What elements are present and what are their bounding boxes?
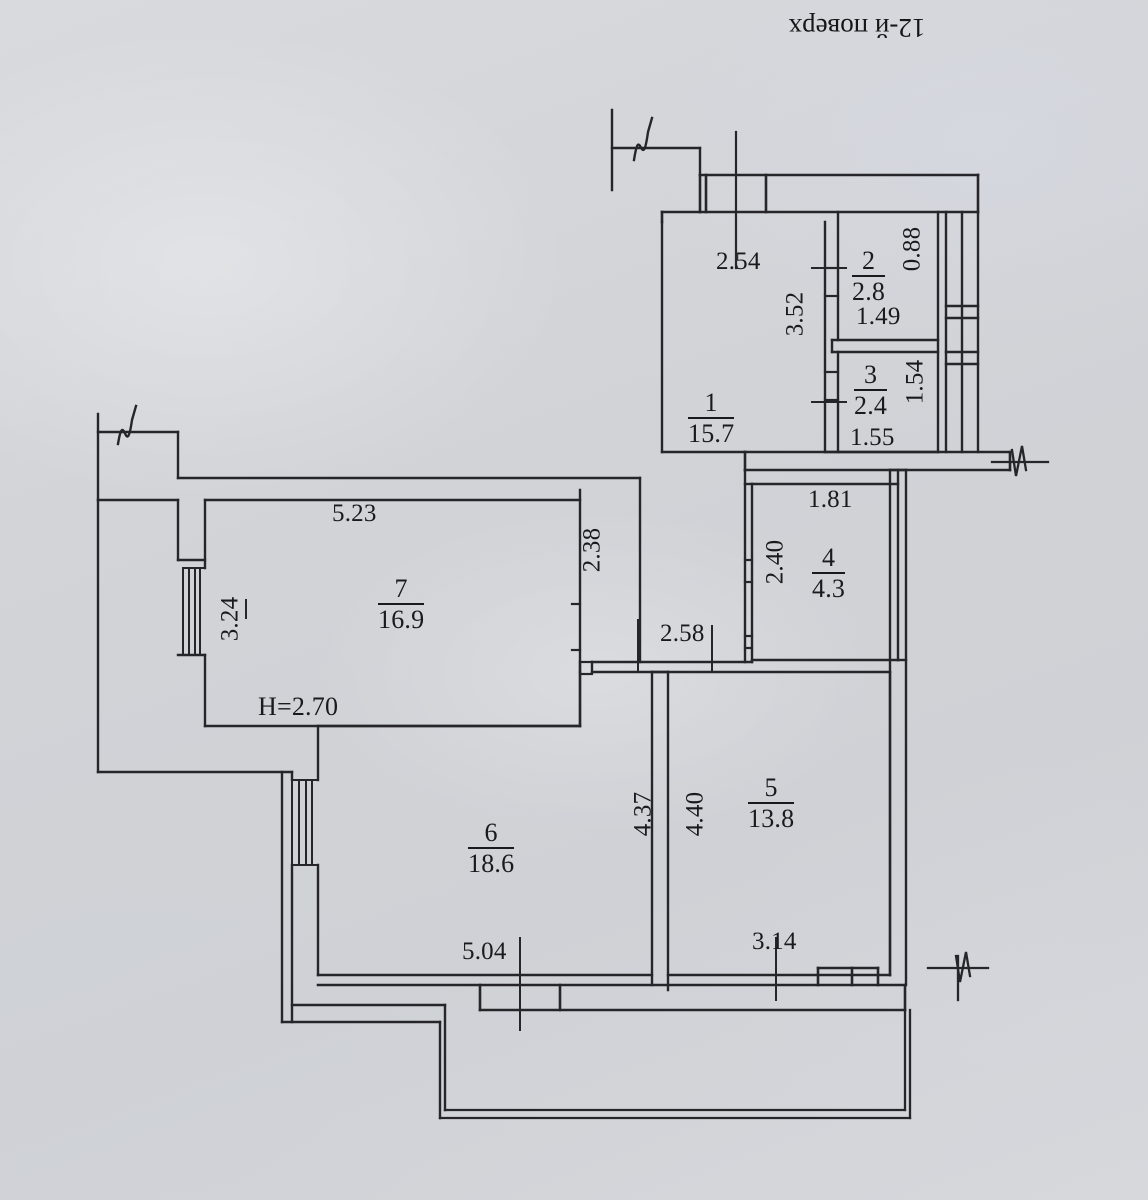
room-label-6: 6 18.6	[468, 820, 515, 878]
corridor-walls	[578, 476, 754, 992]
vent-shaft	[944, 210, 980, 454]
room-label-5: 5 13.8	[748, 775, 795, 833]
room-label-1: 1 15.7	[688, 390, 735, 448]
room-4-walls	[743, 468, 900, 664]
room-3-area: 2.4	[854, 391, 888, 420]
window-room-6	[291, 779, 319, 866]
mid-horizontal-wall	[743, 450, 1012, 472]
dimension-5-23: 5.23	[332, 500, 377, 527]
room-4-number: 4	[812, 545, 846, 574]
room-6-area: 18.6	[468, 849, 515, 878]
dimension-3-24: 3.24	[216, 596, 244, 642]
room-label-2: 2 2.8	[852, 248, 886, 306]
room-6-number: 6	[468, 820, 515, 849]
room-4-area: 4.3	[812, 574, 846, 603]
room-7-number: 7	[378, 576, 425, 605]
dimension-3-52: 3.52	[781, 291, 809, 337]
room-1-number: 1	[688, 390, 735, 419]
dimension-3-14: 3.14	[752, 928, 797, 955]
left-hall-walls	[96, 430, 642, 774]
room-7-door-jambs	[570, 602, 594, 676]
dimension-0-88: 0.88	[898, 226, 926, 272]
break-line-right-mid	[990, 445, 1050, 477]
room-1-walls	[660, 220, 827, 454]
page-title: 12-й поверх	[788, 13, 926, 43]
room-1-area: 15.7	[688, 419, 735, 448]
page-title-wrapper: 12-й поверх	[782, 12, 932, 43]
bottom-exterior-wall	[316, 966, 907, 1012]
room-2-number: 2	[852, 248, 886, 277]
room-label-3: 3 2.4	[854, 362, 888, 420]
room-7-area: 16.9	[378, 605, 425, 634]
dimension-2-54: 2.54	[716, 248, 761, 275]
right-exterior-wall	[888, 468, 908, 987]
top-exterior-wall	[660, 173, 980, 224]
room-5-area: 13.8	[748, 804, 795, 833]
break-line-left	[96, 404, 180, 502]
dimension-1-54: 1.54	[901, 359, 929, 405]
room-label-7: 7 16.9	[378, 576, 425, 634]
dimension-2-58: 2.58	[660, 620, 705, 647]
room-5-number: 5	[748, 775, 795, 804]
room-3-number: 3	[854, 362, 888, 391]
break-line-top	[610, 108, 702, 192]
dimension-1-55: 1.55	[850, 424, 895, 451]
break-line-bottom-right	[926, 951, 990, 1002]
dimension-1-81: 1.81	[808, 486, 853, 513]
dimension-5-04: 5.04	[462, 938, 507, 965]
door-jambs-rooms-2-3	[823, 266, 840, 402]
dimension-1-49: 1.49	[856, 303, 901, 330]
window-room-7	[182, 567, 206, 656]
left-lower-walls	[96, 770, 447, 1120]
room-4-door-jambs	[743, 558, 754, 650]
room-6-walls	[316, 670, 654, 977]
room-2-area: 2.8	[852, 277, 886, 306]
ceiling-height-label: H=2.70	[258, 692, 339, 721]
dimension-ticks	[245, 261, 847, 1031]
dimension-2-40: 2.40	[761, 539, 789, 585]
balcony-outline	[438, 1008, 912, 1120]
dimension-2-38: 2.38	[578, 527, 606, 573]
dimension-4-37: 4.37	[629, 791, 657, 837]
room-label-4: 4 4.3	[812, 545, 846, 603]
dimension-4-40: 4.40	[681, 791, 709, 837]
